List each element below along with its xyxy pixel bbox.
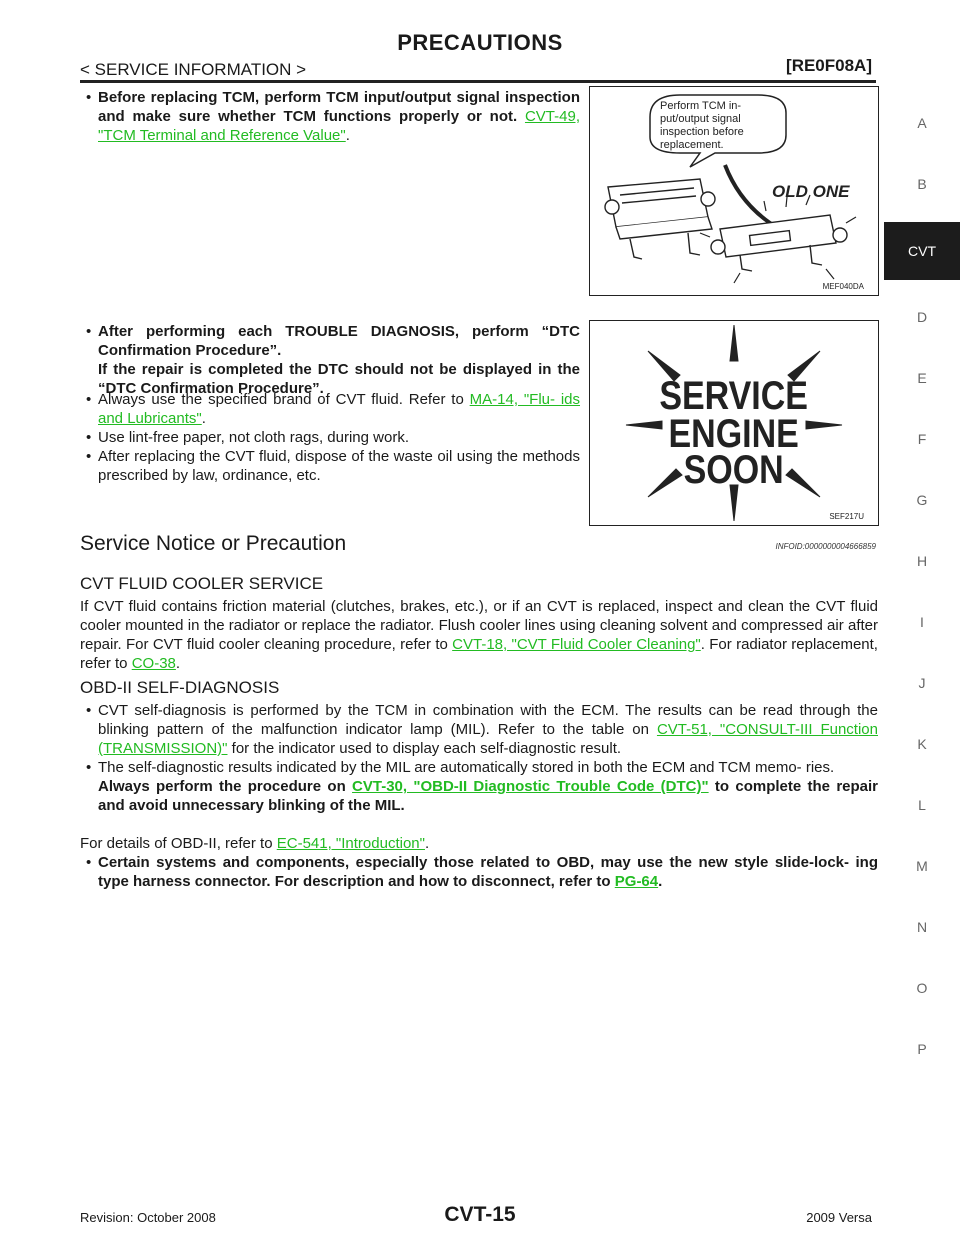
link-pg-64[interactable]: PG-64 — [614, 873, 659, 890]
rays-group — [625, 324, 843, 522]
tab-l[interactable]: L — [918, 797, 926, 813]
tab-p[interactable]: P — [917, 1041, 927, 1057]
tab-j[interactable]: J — [918, 675, 926, 691]
bullet-dispose-oil: • After replacing the CVT fluid, dispose… — [86, 448, 580, 484]
subheading-fluid-cooler: CVT FLUID COOLER SERVICE — [80, 574, 324, 593]
paragraph-fluid-cooler: If CVT fluid contains friction material … — [80, 598, 878, 672]
sign-line-1: SERVICE — [659, 372, 808, 417]
page-title: PRECAUTIONS — [397, 30, 563, 55]
bullet-text-2: If the repair is completed the DTC shoul… — [98, 361, 580, 397]
figure-tcm-inspection: Perform TCM in- put/output signal inspec… — [589, 86, 879, 296]
bullet-dtc-confirmation: • After performing each TROUBLE DIAGNOSI… — [86, 323, 580, 397]
subheading-obd: OBD-II SELF-DIAGNOSIS — [80, 678, 280, 697]
bullet-obd-self-diagnosis: • CVT self-diagnosis is performed by the… — [86, 702, 878, 757]
tcm-cartoon-illustration: Perform TCM in- put/output signal inspec… — [604, 94, 857, 284]
bullet-slide-lock-connector: • Certain systems and components, especi… — [86, 854, 878, 890]
new-tcm-unit — [710, 214, 848, 272]
tab-k[interactable]: K — [917, 736, 927, 752]
link-cvt-51[interactable]: CVT-51, "CONSULT-III Function (TRANSMISS… — [98, 721, 878, 757]
bubble-line-3: inspection before — [660, 126, 744, 138]
tab-cvt[interactable]: CVT — [884, 222, 960, 280]
figure-service-engine-soon: SERVICE ENGINE SOON SEF217U — [589, 320, 879, 526]
tab-b[interactable]: B — [917, 176, 927, 192]
sign-line-2: ENGINE — [668, 410, 798, 455]
tab-d[interactable]: D — [916, 309, 928, 325]
paragraph-obd-details: For details of OBD-II, refer to EC-541, … — [80, 835, 430, 852]
figure-id: SEF217U — [829, 512, 864, 521]
bullet-lint-free: • Use lint-free paper, not cloth rags, d… — [86, 429, 409, 446]
footer-vehicle: 2009 Versa — [806, 1210, 872, 1225]
sign-line-3: SOON — [684, 446, 784, 491]
link-cvt-49[interactable]: CVT-49, "TCM Terminal and Reference Valu… — [98, 108, 580, 144]
section-tabs: A B CVT D E F G H I J K L M N O P — [884, 100, 960, 1087]
bullet-text: Before replacing TCM, perform TCM input/… — [98, 89, 580, 125]
service-engine-soon-illustration: SERVICE ENGINE SOON — [625, 324, 843, 522]
link-ec-541[interactable]: EC-541, "Introduction" — [276, 835, 425, 852]
bullet-text: After performing each TROUBLE DIAGNOSIS,… — [98, 323, 580, 359]
tab-o[interactable]: O — [916, 980, 928, 996]
link-co-38[interactable]: CO-38 — [131, 655, 176, 672]
footer-revision: Revision: October 2008 — [80, 1210, 216, 1225]
bubble-line-1: Perform TCM in- — [660, 100, 741, 112]
bubble-line-4: replacement. — [660, 139, 724, 151]
old-tcm-unit — [604, 178, 716, 260]
bubble-line-2: put/output signal — [660, 113, 741, 125]
tab-g[interactable]: G — [916, 492, 928, 508]
bullet-text: Always use the specified brand of CVT fl… — [98, 391, 464, 408]
tab-h[interactable]: H — [916, 553, 928, 569]
link-cvt-18[interactable]: CVT-18, "CVT Fluid Cooler Cleaning" — [452, 636, 701, 653]
tab-f[interactable]: F — [917, 431, 927, 447]
section-label: < SERVICE INFORMATION > — [80, 60, 307, 79]
bullet-mil-stored: • The self-diagnostic results indicated … — [86, 759, 879, 814]
tab-a[interactable]: A — [917, 115, 927, 131]
footer-page-number: CVT-15 — [444, 1203, 516, 1226]
bullet-cvt-fluid-brand: • Always use the specified brand of CVT … — [86, 391, 580, 427]
tab-i[interactable]: I — [920, 614, 924, 630]
model-code: [RE0F08A] — [786, 56, 872, 75]
link-ma-14[interactable]: MA-14, "Flu- ids and Lubricants" — [98, 391, 580, 427]
section-heading: Service Notice or Precaution — [80, 532, 347, 555]
link-cvt-30[interactable]: CVT-30, "OBD-II Diagnostic Trouble Code … — [352, 778, 709, 795]
info-id: INFOID:0000000004666859 — [775, 542, 876, 551]
tab-m[interactable]: M — [916, 858, 928, 874]
bullet-text: After replacing the CVT fluid, dispose o… — [98, 448, 580, 484]
tab-n[interactable]: N — [916, 919, 928, 935]
old-one-label: OLD ONE — [772, 182, 850, 201]
figure-id: MEF040DA — [822, 282, 864, 291]
header-rule — [80, 80, 876, 83]
tab-e[interactable]: E — [917, 370, 927, 386]
bullet-replace-tcm: • Before replacing TCM, perform TCM inpu… — [86, 89, 580, 144]
bullet-text: Use lint-free paper, not cloth rags, dur… — [98, 429, 409, 446]
